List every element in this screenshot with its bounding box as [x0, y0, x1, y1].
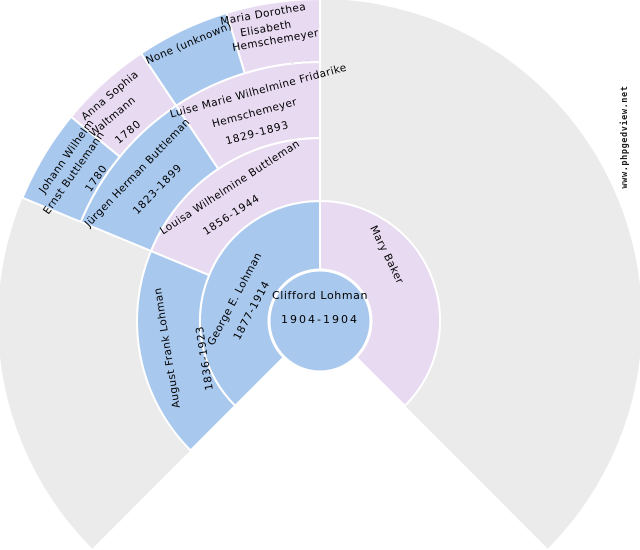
center-person-circle[interactable] [267, 268, 373, 374]
center-person-dates: 1904-1904 [281, 313, 359, 326]
sector-maria-dorothea-elisabeth-hemschemeyer[interactable] [225, 0, 321, 75]
phpgedview-watermark: www.phpgedview.net [619, 86, 630, 189]
center-person-name: Clifford Lohman [272, 289, 368, 302]
